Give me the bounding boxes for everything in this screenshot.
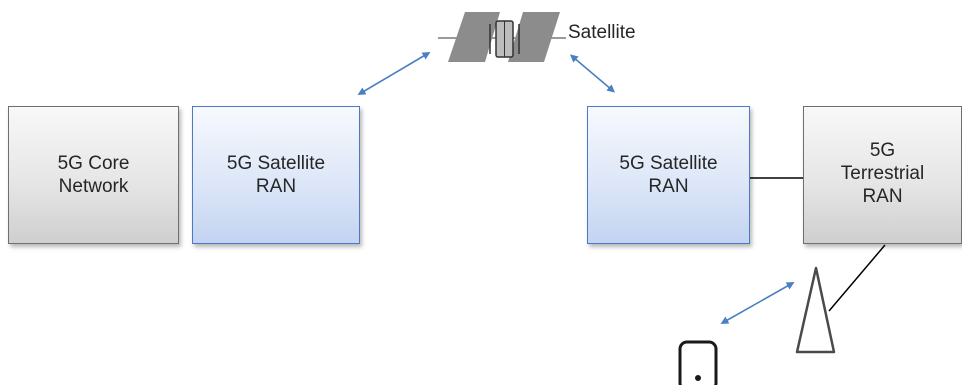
satellite-ran-left-box: 5G Satellite RAN xyxy=(192,106,360,244)
arrow-device-to-antenna xyxy=(720,282,795,324)
satellite-ran-right-label: 5G Satellite RAN xyxy=(619,153,718,197)
core-network-box: 5G Core Network xyxy=(8,106,179,244)
terrestrial-ran-box: 5G Terrestrial RAN xyxy=(803,106,962,244)
satellite-label: Satellite xyxy=(568,22,636,43)
antenna-tower-icon xyxy=(795,266,836,354)
arrow-satellite-to-ran xyxy=(569,54,616,93)
satellite-ran-right-box: 5G Satellite RAN xyxy=(587,106,750,244)
satellite-ran-left-label: 5G Satellite RAN xyxy=(226,153,326,197)
satellite-icon xyxy=(438,12,566,62)
core-network-label: 5G Core Network xyxy=(57,153,130,197)
terrestrial-antenna-link xyxy=(828,244,886,312)
terrestrial-ran-label: 5G Terrestrial RAN xyxy=(840,139,925,207)
arrow-ran-to-satellite xyxy=(357,51,431,96)
mobile-device-icon xyxy=(678,340,718,385)
